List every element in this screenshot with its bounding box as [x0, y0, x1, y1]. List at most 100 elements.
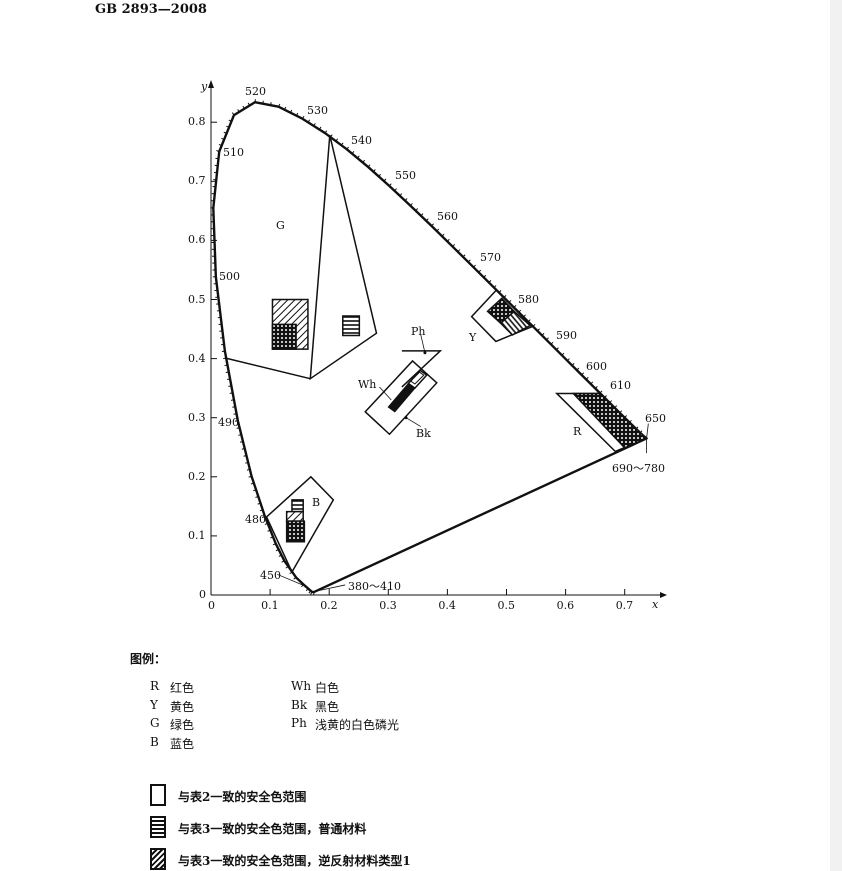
legend-code: Y — [150, 698, 158, 712]
legend-code-label: 白色 — [315, 681, 340, 695]
wavelength-label: 510 — [223, 146, 244, 159]
green-ordinary-area — [342, 315, 361, 337]
white-ordinary-area — [407, 369, 428, 390]
locus-tick — [532, 323, 536, 327]
y-axis-arrow-icon — [208, 80, 214, 88]
leader-650 — [646, 423, 649, 439]
leader-450 — [277, 573, 303, 586]
x-tick-label: 0.3 — [379, 599, 397, 612]
locus-tick — [285, 565, 289, 569]
wavelength-label: 560 — [437, 210, 458, 223]
locus-tick — [556, 347, 559, 351]
ph-region-outline — [401, 350, 443, 388]
region-label-yellow: Y — [469, 331, 477, 344]
locus-tick — [281, 560, 285, 563]
locus-tick — [594, 386, 598, 389]
y-tick-label: 0.1 — [188, 528, 206, 542]
locus-tick — [388, 183, 392, 187]
wavelength-label: 530 — [307, 104, 328, 117]
locus-tick — [228, 119, 232, 122]
locus-tick — [431, 223, 434, 227]
locus-tick — [264, 522, 268, 525]
y-tick-label: 0.5 — [188, 292, 206, 306]
locus-tick — [550, 341, 554, 345]
locus-tick — [571, 362, 575, 366]
region-label-bk: Bk — [416, 427, 431, 440]
locus-tick — [253, 489, 257, 492]
legend-code: R — [150, 679, 160, 693]
green-region-boundary — [309, 135, 378, 381]
legend-swatch-empty — [150, 784, 166, 806]
locus-tick — [308, 590, 312, 594]
locus-tick — [232, 406, 236, 408]
locus-tick — [226, 125, 230, 128]
wavelength-label: 570 — [480, 251, 501, 264]
locus-tick — [229, 392, 233, 394]
locus-tick — [357, 155, 360, 159]
locus-tick — [313, 123, 316, 127]
legend-swatch-diagonal-hatch — [150, 848, 166, 870]
locus-tick — [457, 249, 461, 253]
blue-combined-area — [285, 520, 306, 543]
ph-point — [423, 351, 427, 355]
locus-tick — [302, 115, 305, 119]
locus-tick — [278, 554, 282, 557]
y-tick-label: 0.2 — [188, 469, 206, 483]
locus-tick — [250, 482, 254, 485]
ph-leader-line — [420, 334, 426, 353]
legend-swatch-horizontal-lines — [150, 816, 166, 838]
locus-tick — [599, 390, 603, 394]
locus-tick — [259, 509, 263, 512]
x-axis-arrow-icon — [660, 592, 667, 598]
wavelength-label: 490 — [218, 416, 239, 429]
locus-tick — [261, 516, 266, 518]
locus-tick — [399, 193, 403, 197]
locus-tick — [362, 159, 366, 163]
locus-tick — [236, 427, 240, 429]
x-tick-label: 0.4 — [438, 599, 456, 612]
y-tick-label: 0.6 — [188, 233, 206, 247]
y-tick-label: 0.4 — [188, 351, 206, 365]
locus-tick — [394, 188, 397, 192]
locus-tick — [546, 337, 549, 341]
wh-leader-line — [379, 386, 392, 401]
locus-tick — [227, 378, 231, 380]
locus-tick — [230, 399, 235, 401]
wavelength-label: 500 — [219, 270, 240, 283]
locus-tick — [221, 137, 225, 140]
document-id: GB 2893—2008 — [95, 2, 207, 17]
legend-code: Bk — [291, 698, 308, 712]
region-label-ph: Ph — [411, 325, 426, 338]
locus-tick — [307, 119, 311, 123]
y-tick-label: 0.8 — [188, 115, 206, 129]
locus-tick — [367, 164, 371, 168]
locus-tick — [404, 198, 408, 201]
wavelength-label: 610 — [610, 379, 631, 392]
locus-tick — [561, 352, 565, 356]
legend-code: Ph — [291, 716, 307, 730]
x-tick-label: 0.1 — [261, 599, 279, 612]
x-tick-label: 0.6 — [556, 599, 575, 612]
x-tick-label: 0.5 — [497, 599, 516, 612]
wavelength-label: 580 — [518, 293, 539, 306]
legend-code-label: 黄色 — [170, 700, 195, 714]
white-inner-area — [409, 371, 425, 385]
y-axis-label: y — [201, 80, 208, 93]
wavelength-label: 590 — [556, 329, 577, 342]
wavelength-label: 690～780 — [612, 462, 665, 475]
legend-pattern-label: 与表2一致的安全色范围 — [178, 790, 307, 804]
legend-code: Wh — [291, 679, 312, 693]
region-label-red: R — [573, 425, 582, 438]
locus-tick — [257, 502, 261, 505]
locus-tick — [228, 385, 232, 387]
locus-tick — [301, 584, 304, 588]
locus-tick — [293, 577, 297, 580]
y-tick-label: 0.3 — [188, 410, 206, 424]
locus-tick — [234, 420, 238, 422]
wavelength-label: 480 — [245, 513, 266, 526]
locus-tick — [223, 131, 227, 134]
y-region-outline — [470, 288, 534, 343]
locus-tick — [242, 105, 245, 109]
x-tick-label: 0.2 — [320, 599, 338, 612]
